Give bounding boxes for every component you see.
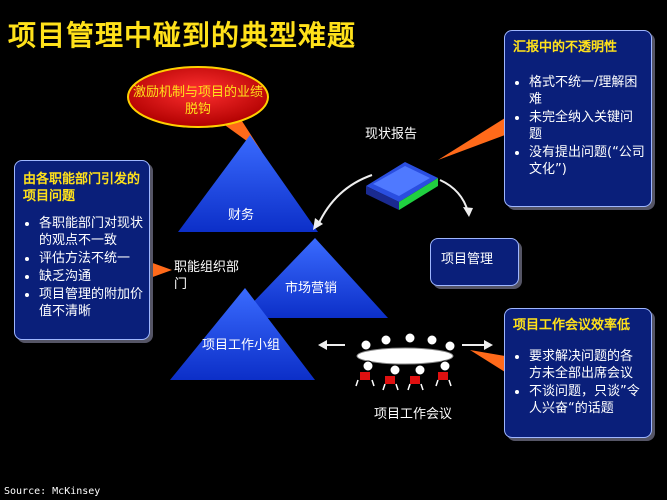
list-item: 评估方法不统一: [39, 250, 143, 267]
arrowhead-left: [313, 218, 323, 230]
finance-label: 财务: [228, 208, 255, 223]
meeting-label: 项目工作会议: [374, 407, 453, 422]
meeting-arrowhead-right: [484, 340, 493, 350]
page-title: 项目管理中碰到的典型难题: [8, 19, 357, 52]
marketing-triangle: [238, 238, 388, 318]
source-note: Source: McKinsey: [4, 486, 101, 497]
right-top-box-head: 汇报中的不透明性: [513, 40, 618, 55]
curved-arrow-left: [317, 174, 373, 226]
left-issue-box: 由各职能部门引发的项目问题 各职能部门对现状的观点不一致 评估方法不统一 缺乏沟…: [14, 160, 150, 340]
meeting-arrowhead-left: [318, 340, 327, 350]
left-box-callout-wedge: [150, 262, 172, 278]
list-item: 各职能部门对现状的观点不一致: [39, 215, 143, 249]
project-management-label: 项目管理: [441, 252, 494, 267]
list-item: 没有提出问题(“公司文化”): [529, 144, 645, 178]
project-team-triangle: [170, 288, 315, 380]
project-management-box: 项目管理: [430, 238, 519, 286]
meeting-group-icon: [355, 332, 456, 391]
functional-dept-label: 职能组织部门: [174, 260, 240, 292]
list-item: 项目管理的附加价值不清晰: [39, 286, 143, 320]
right-top-issue-box: 汇报中的不透明性 格式不统一/理解困难 未完全纳入关键问题 没有提出问题(“公司…: [504, 30, 652, 207]
finance-triangle: [178, 135, 318, 232]
list-item: 不谈问题，只谈”令人兴奋“的话题: [529, 383, 645, 417]
incentive-text: 激励机制与项目的业绩脱钩: [132, 85, 263, 117]
top-right-callout-wedge: [438, 118, 505, 160]
list-item: 缺乏沟通: [39, 268, 143, 285]
right-bottom-issue-box: 项目工作会议效率低 要求解决问题的各方未全部出席会议 不谈问题，只谈”令人兴奋“…: [504, 308, 652, 438]
marketing-label: 市场营销: [285, 281, 338, 296]
list-item: 要求解决问题的各方未全部出席会议: [529, 348, 645, 382]
bottom-right-callout-wedge: [470, 350, 505, 372]
incentive-ellipse: [127, 66, 269, 128]
report-book-icon: [366, 162, 438, 210]
left-box-head: 由各职能部门引发的项目问题: [23, 172, 141, 204]
list-item: 未完全纳入关键问题: [529, 109, 645, 143]
right-bottom-box-head: 项目工作会议效率低: [513, 318, 631, 333]
project-team-label: 项目工作小组: [202, 338, 281, 353]
arrowhead-right: [463, 207, 473, 217]
list-item: 格式不统一/理解困难: [529, 74, 645, 108]
status-report-label: 现状报告: [365, 127, 418, 142]
